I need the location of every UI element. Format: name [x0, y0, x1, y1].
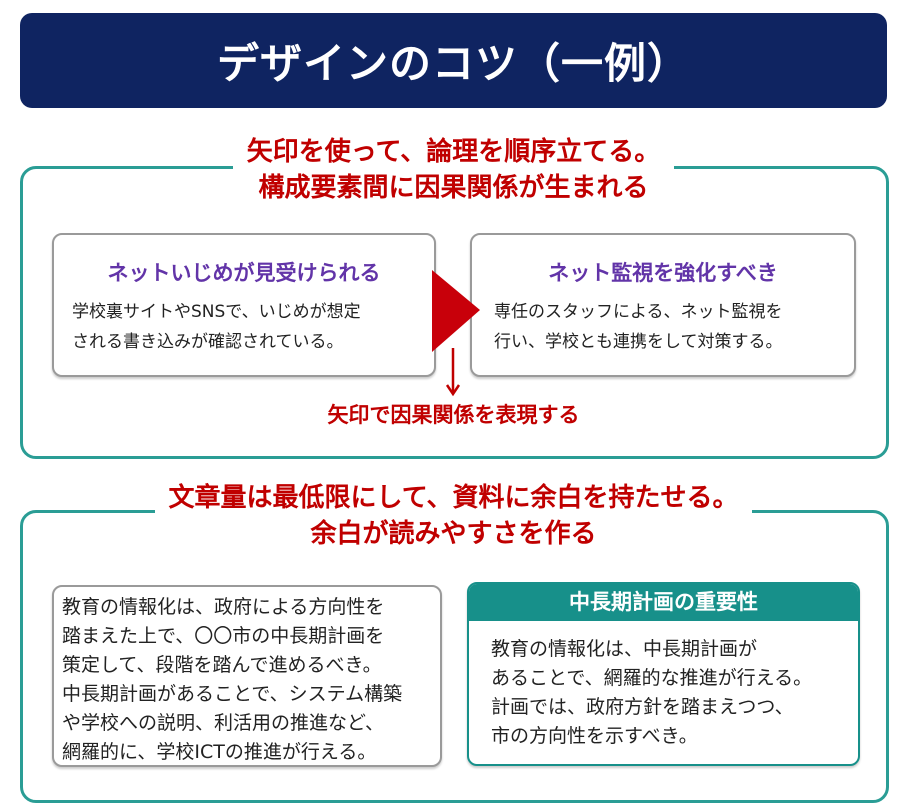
text-line: される書き込みが確認されている。 [72, 332, 344, 352]
section2-heading: 文章量は最低限にして、資料に余白を持たせる。 余白が読みやすさを作る [0, 480, 907, 552]
section1-heading: 矢印を使って、論理を順序立てる。 構成要素間に因果関係が生まれる [0, 134, 907, 206]
dense-text-box: 教育の情報化は、政府による方向性を 踏まえた上で、〇〇市の中長期計画を 策定して… [52, 585, 442, 767]
text-line: 中長期計画があることで、システム構築 [62, 683, 403, 705]
spacious-text: 教育の情報化は、中長期計画が あることで、網羅的な推進が行える。 計画では、政府… [469, 621, 858, 751]
text-line: 教育の情報化は、中長期計画が [491, 638, 758, 660]
down-arrow-head-icon [445, 384, 461, 397]
text-line: 市の方向性を示すべき。 [491, 725, 698, 747]
section2-heading-line2: 余白が読みやすさを作る [296, 516, 611, 552]
text-line: 学校裏サイトやSNSで、いじめが想定 [72, 302, 361, 322]
cause-title: ネットいじめが見受けられる [107, 261, 381, 285]
text-line: 行い、学校とも連携をして対策する。 [494, 332, 783, 352]
text-line: 専任のスタッフによる、ネット監視を [494, 302, 783, 322]
text-line: 策定して、段階を踏んで進めるべき。 [62, 654, 382, 676]
cause-text: 学校裏サイトやSNSで、いじめが想定 される書き込みが確認されている。 [54, 297, 434, 357]
effect-text: 専任のスタッフによる、ネット監視を 行い、学校とも連携をして対策する。 [472, 297, 854, 357]
section2-heading-line1: 文章量は最低限にして、資料に余白を持たせる。 [154, 480, 753, 516]
text-line: 計画では、政府方針を踏まえつつ、 [491, 696, 794, 718]
effect-box: ネット監視を強化すべき 専任のスタッフによる、ネット監視を 行い、学校とも連携を… [470, 233, 856, 377]
arrow-caption: 矢印で因果関係を表現する [327, 403, 580, 427]
page-title: デザインのコツ（一例） [216, 39, 690, 88]
right-triangle-arrow-icon [432, 270, 480, 352]
text-line: 網羅的に、学校ICTの推進が行える。 [62, 741, 377, 763]
title-banner: デザインのコツ（一例） [20, 13, 887, 108]
text-line: 踏まえた上で、〇〇市の中長期計画を [62, 625, 385, 647]
effect-title: ネット監視を強化すべき [548, 261, 778, 285]
section1-heading-line2: 構成要素間に因果関係が生まれる [244, 170, 663, 206]
spacious-box-title: 中長期計画の重要性 [469, 584, 858, 621]
text-line: 教育の情報化は、政府による方向性を [62, 596, 385, 618]
section1-heading-line1: 矢印を使って、論理を順序立てる。 [232, 134, 675, 170]
dense-text: 教育の情報化は、政府による方向性を 踏まえた上で、〇〇市の中長期計画を 策定して… [54, 587, 440, 767]
spacious-text-box: 中長期計画の重要性 教育の情報化は、中長期計画が あることで、網羅的な推進が行え… [467, 582, 860, 766]
text-line: あることで、網羅的な推進が行える。 [491, 667, 813, 689]
text-line: や学校への説明、利活用の推進など、 [62, 712, 385, 734]
